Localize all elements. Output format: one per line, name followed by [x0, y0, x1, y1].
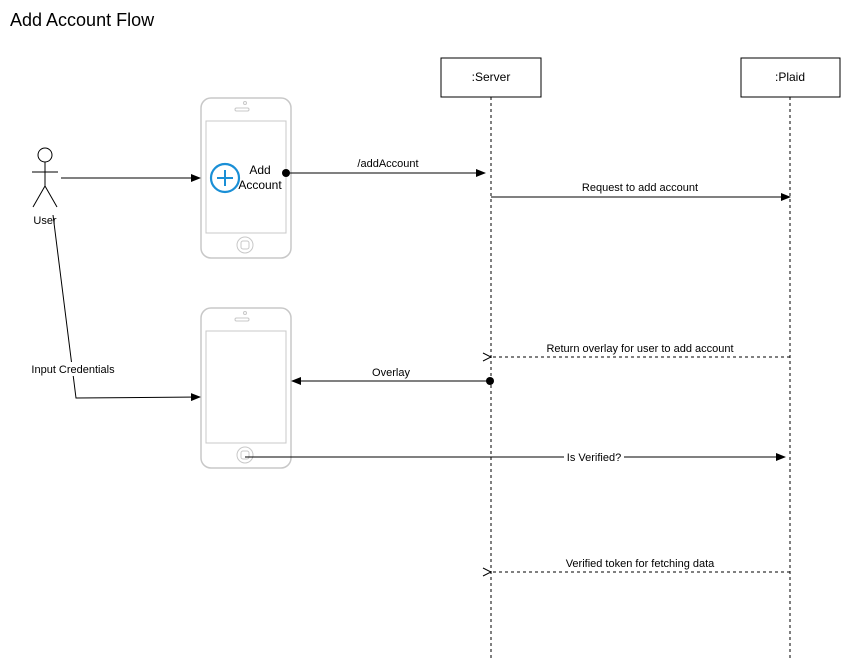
message-input-credentials: Input Credentials	[29, 214, 201, 402]
message-label: Input Credentials	[31, 364, 115, 376]
plaid-participant: :Plaid	[740, 57, 841, 98]
add-account-button[interactable]: Add Account	[209, 162, 282, 194]
phone-mockup-overlay	[200, 307, 292, 469]
message-label: Verified token for fetching data	[566, 558, 715, 570]
message-arrow	[52, 214, 201, 402]
phone-mockup-add-account: Add Account	[200, 97, 292, 259]
phone-screen	[205, 120, 287, 234]
message-return-overlay: Return overlay for user to add account	[491, 342, 790, 357]
diagram-title: Add Account Flow	[10, 10, 155, 30]
stick-figure-icon	[32, 147, 58, 208]
add-account-label-line1: Add	[249, 163, 270, 177]
message-verified-token: Verified token for fetching data	[491, 557, 790, 572]
message-label: /addAccount	[357, 158, 418, 170]
message-add-account: /addAccount	[282, 158, 486, 177]
user-actor: User	[32, 147, 58, 227]
plus-circle-icon	[209, 162, 241, 194]
server-label: :Server	[472, 70, 511, 84]
phone-camera-icon	[243, 101, 247, 105]
message-label: Is Verified?	[567, 452, 621, 464]
message-overlay: Overlay	[291, 367, 494, 385]
message-request-add-account: Request to add account	[491, 182, 791, 201]
server-box	[440, 57, 542, 98]
phone-screen	[205, 330, 287, 444]
phone-speaker-icon	[234, 107, 250, 112]
add-account-label-line2: Account	[238, 178, 282, 192]
user-label: User	[33, 215, 57, 227]
message-is-verified: Is Verified?	[245, 451, 786, 464]
plaid-box	[740, 57, 841, 98]
message-label: Return overlay for user to add account	[546, 343, 733, 355]
phone-home-button-icon	[236, 236, 254, 254]
server-participant: :Server	[440, 57, 542, 98]
phone-camera-icon	[243, 311, 247, 315]
phone-speaker-icon	[234, 317, 250, 322]
message-label: Overlay	[372, 367, 410, 379]
phone-home-button-icon	[236, 446, 254, 464]
message-label: Request to add account	[582, 182, 698, 194]
plaid-label: :Plaid	[775, 70, 805, 84]
